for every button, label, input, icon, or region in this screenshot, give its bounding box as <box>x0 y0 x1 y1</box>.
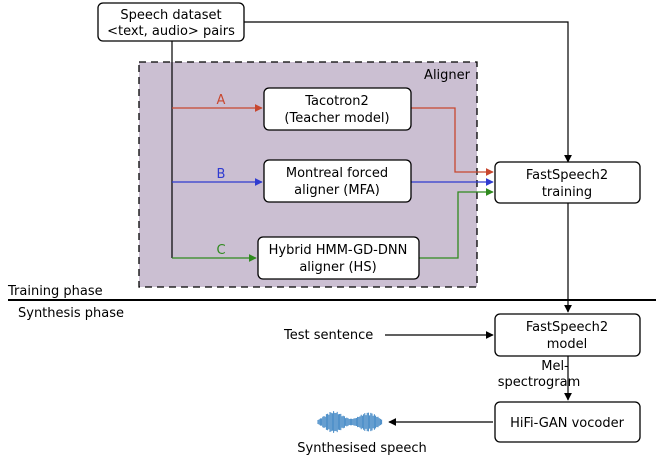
fs2-model-line1: FastSpeech2 <box>526 320 608 335</box>
hs-line2: aligner (HS) <box>299 260 376 275</box>
tacotron2-node: Tacotron2 (Teacher model) <box>263 87 412 131</box>
fs2-training-line1: FastSpeech2 <box>526 168 608 183</box>
hs-node: Hybrid HMM-GD-DNN aligner (HS) <box>257 236 420 280</box>
speech-dataset-node: Speech dataset <text, audio> pairs <box>97 2 245 42</box>
speech-dataset-line2: <text, audio> pairs <box>107 24 235 39</box>
hs-to-training-arrow <box>419 188 494 259</box>
mel-label-line2: spectrogram <box>498 375 581 390</box>
dataset-to-training-arrow <box>244 21 572 163</box>
fastspeech2-training-node: FastSpeech2 training <box>494 161 641 204</box>
speech-dataset-line1: Speech dataset <box>120 8 221 23</box>
fs2-model-line2: model <box>547 337 587 352</box>
path-b-label: B <box>217 167 226 182</box>
test-sentence-label: Test sentence <box>283 328 373 343</box>
mel-label-line1: Mel- <box>541 359 569 374</box>
mfa-node: Montreal forced aligner (MFA) <box>263 159 412 203</box>
tacotron-to-training-arrow <box>411 107 494 176</box>
fs2-training-line2: training <box>542 185 592 200</box>
synthesised-speech-label: Synthesised speech <box>297 441 426 456</box>
aligner-label: Aligner <box>424 68 471 83</box>
mfa-line1: Montreal forced <box>286 166 388 181</box>
hs-line1: Hybrid HMM-GD-DNN <box>269 243 408 258</box>
mfa-line2: aligner (MFA) <box>294 183 380 198</box>
tacotron2-line2: (Teacher model) <box>284 111 389 126</box>
fastspeech2-model-node: FastSpeech2 model <box>494 313 641 357</box>
path-a-label: A <box>217 93 226 108</box>
hifigan-label: HiFi-GAN vocoder <box>510 416 625 431</box>
path-c-label: C <box>216 243 225 258</box>
hifigan-vocoder-node: HiFi-GAN vocoder <box>494 401 641 443</box>
training-phase-label: Training phase <box>7 284 103 299</box>
synthesis-phase-label: Synthesis phase <box>18 306 124 321</box>
waveform-icon <box>317 411 383 433</box>
tacotron2-line1: Tacotron2 <box>304 94 368 109</box>
